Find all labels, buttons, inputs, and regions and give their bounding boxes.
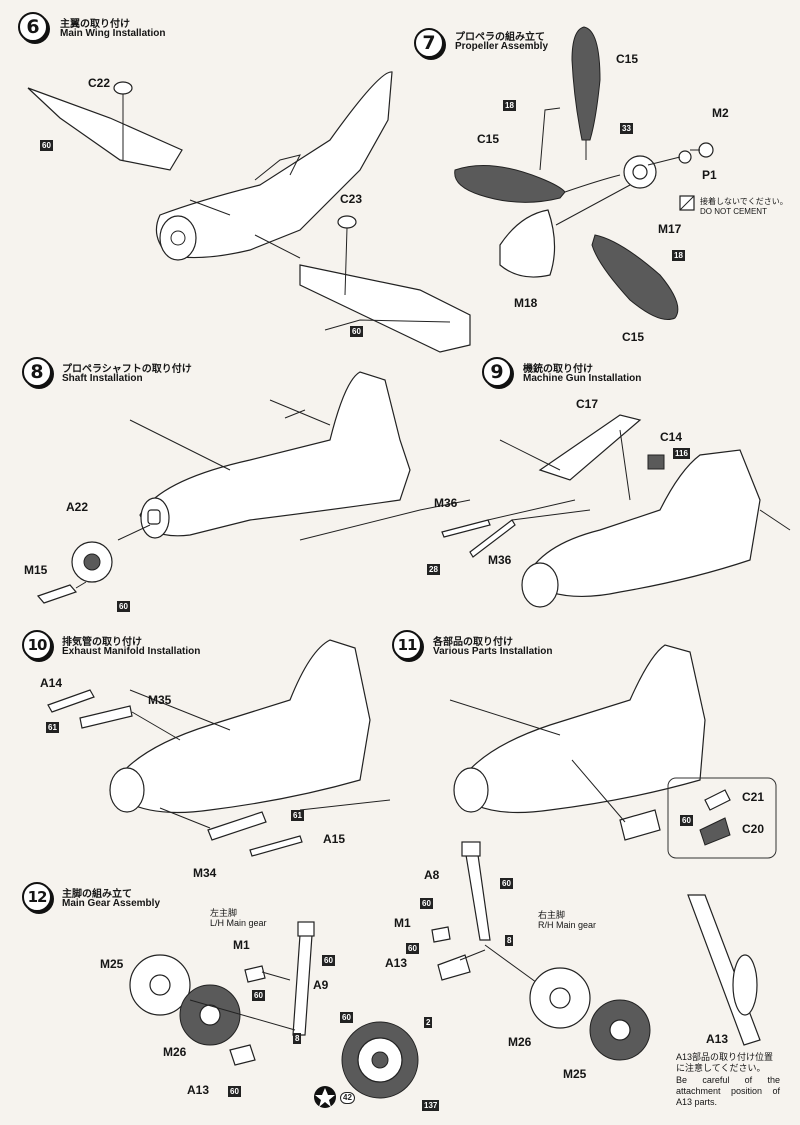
step-9-fuselage-drawing [441, 414, 791, 608]
part-label-m1: M1 [233, 938, 250, 952]
paint-code-18: 18 [503, 100, 516, 111]
part-label-m25: M25 [100, 957, 124, 971]
step-9-title-en: Machine Gun Installation [523, 373, 642, 384]
paint-code-60: 60 [228, 1086, 241, 1097]
paint-code-8: 8 [293, 1033, 302, 1044]
paint-code-60: 60 [680, 815, 693, 826]
part-label-a13: A13 [706, 1032, 729, 1046]
step-10-title-en: Exhaust Manifold Installation [62, 646, 201, 657]
step-7-title-en: Propeller Assembly [455, 41, 549, 52]
do-not-cement-en: DO NOT CEMENT [700, 207, 767, 216]
part-label-a9: A9 [313, 978, 329, 992]
part-label-p1: P1 [702, 168, 717, 182]
part-label-c23: C23 [340, 192, 363, 206]
part-label-a14: A14 [40, 676, 63, 690]
paint-code-116: 116 [673, 448, 690, 459]
part-label-m26: M26 [163, 1045, 187, 1059]
part-label-a22: A22 [66, 500, 89, 514]
part-label-c20: C20 [742, 822, 765, 836]
a13-caution-jp: A13部品の取り付け位置に注意してください。 [676, 1052, 774, 1073]
paint-code-60: 60 [117, 601, 130, 612]
step-11-number: 11 [392, 630, 422, 660]
part-label-m18: M18 [514, 296, 538, 310]
step-12-gear-drawing [129, 841, 761, 1108]
part-label-m1: M1 [394, 916, 411, 930]
step-11-title-jp: 各部品の取り付け [433, 637, 513, 648]
step-12-title-jp: 主脚の組み立て [62, 889, 132, 900]
part-label-a15: A15 [323, 832, 346, 846]
step-6-aircraft-drawing [27, 71, 471, 353]
step-8-title-jp: プロペラシャフトの取り付け [62, 364, 192, 375]
step-8-number: 8 [22, 357, 52, 387]
step-12-number: 12 [22, 882, 52, 912]
step-7-title-jp: プロペラの組み立て [455, 32, 545, 43]
step-12-title-en: Main Gear Assembly [62, 898, 161, 909]
part-label-c21: C21 [742, 790, 765, 804]
part-label-c15: C15 [616, 52, 639, 66]
paint-code-18: 18 [672, 250, 685, 261]
part-label-a13: A13 [385, 956, 408, 970]
a13-caution-en: Be careful of the attachment position of… [676, 1075, 780, 1107]
part-label-a13: A13 [187, 1083, 210, 1097]
paint-code-8: 8 [505, 935, 514, 946]
paint-code-2: 2 [424, 1017, 433, 1028]
paint-code-60: 60 [420, 898, 433, 909]
paint-code-60: 60 [340, 1012, 353, 1023]
right-gear-label-en: R/H Main gear [538, 920, 597, 930]
step-10-title-jp: 排気管の取り付け [62, 637, 142, 648]
part-label-c22: C22 [88, 76, 111, 90]
step-8-fuselage-drawing [36, 371, 471, 604]
paint-code-60: 60 [252, 990, 265, 1001]
step-10-number: 10 [22, 630, 52, 660]
step-6-number: 6 [18, 12, 48, 42]
paint-code-60: 60 [500, 878, 513, 889]
step-9-title-jp: 機銃の取り付け [523, 364, 593, 375]
step-10-fuselage-drawing [47, 639, 391, 857]
paint-code-61: 61 [46, 722, 59, 733]
paint-code-60: 60 [406, 943, 419, 954]
paint-code-60: 60 [322, 955, 335, 966]
part-label-c17: C17 [576, 397, 599, 411]
part-label-m34: M34 [193, 866, 217, 880]
part-label-m25: M25 [563, 1067, 587, 1081]
part-label-c15: C15 [622, 330, 645, 344]
paint-code-33: 33 [620, 123, 633, 134]
step-8-title-en: Shaft Installation [62, 373, 143, 384]
paint-code-60: 60 [350, 326, 363, 337]
right-gear-label-jp: 右主脚 [538, 910, 566, 920]
step-7-number: 7 [414, 28, 444, 58]
paint-code-137: 137 [422, 1100, 440, 1111]
step-7-propeller-drawing [454, 26, 714, 320]
paint-code-61: 61 [291, 810, 304, 821]
step-6-title-en: Main Wing Installation [60, 28, 166, 39]
part-label-m26: M26 [508, 1035, 532, 1049]
paint-code-28: 28 [427, 564, 440, 575]
part-label-m15: M15 [24, 563, 48, 577]
part-label-m35: M35 [148, 693, 172, 707]
part-label-m2: M2 [712, 106, 729, 120]
part-label-m17: M17 [658, 222, 682, 236]
step-11-fuselage-drawing [449, 644, 777, 859]
left-gear-label-en: L/H Main gear [210, 918, 267, 928]
paint-code-60: 60 [40, 140, 53, 151]
part-label-c14: C14 [660, 430, 683, 444]
part-label-c15: C15 [477, 132, 500, 146]
step-9-number: 9 [482, 357, 512, 387]
part-label-m36: M36 [488, 553, 512, 567]
part-label-a8: A8 [424, 868, 440, 882]
paint-code-42: 42 [340, 1092, 355, 1104]
part-label-m36: M36 [434, 496, 458, 510]
do-not-cement-jp: 接着しないでください。 [700, 197, 788, 206]
step-6-title-jp: 主翼の取り付け [60, 19, 130, 30]
left-gear-label-jp: 左主脚 [210, 908, 238, 918]
step-11-title-en: Various Parts Installation [433, 646, 553, 657]
